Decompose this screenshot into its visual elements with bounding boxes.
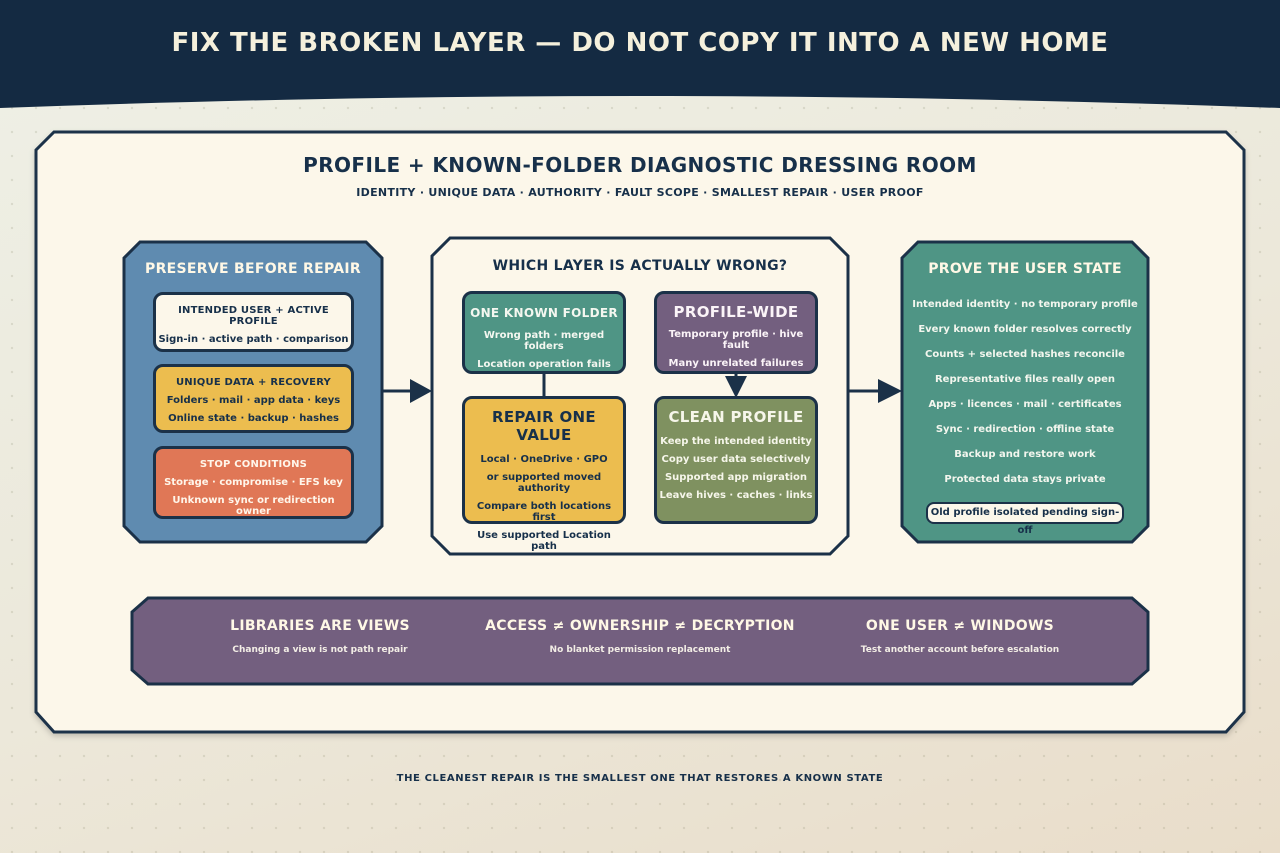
right-panel-title: PROVE THE USER STATE: [928, 261, 1122, 277]
old-profile-pill: Old profile isolated pending sign-off: [926, 502, 1124, 536]
arrow-left-to-middle-head: [410, 379, 432, 403]
box-clean-profile-line-3: Supported app migration: [664, 472, 808, 483]
right-line-5: Apps · licences · mail · certificates: [928, 399, 1122, 410]
box-clean-profile-line-2: Copy user data selectively: [661, 454, 811, 465]
box-intended-user-line: Sign-in · active path · comparison: [158, 334, 349, 345]
box-repair-one-value-title: REPAIR ONE VALUE: [492, 408, 596, 444]
box-intended-user-title: INTENDED USER + ACTIVE PROFILE: [178, 305, 329, 327]
box-repair-one-value-line-3: Compare both locations first: [476, 501, 612, 523]
band-item-1-title: LIBRARIES ARE VIEWS: [230, 618, 410, 634]
right-line-3: Counts + selected hashes reconcile: [925, 349, 1125, 360]
box-stop-conditions-line-1: Storage · compromise · EFS key: [164, 477, 343, 488]
box-profile-wide-line-2: Many unrelated failures: [668, 358, 804, 369]
box-one-known-folder-title: ONE KNOWN FOLDER: [470, 306, 618, 320]
band-item-2-sub: No blanket permission replacement: [549, 645, 731, 655]
band-item-2-title: ACCESS ≠ OWNERSHIP ≠ DECRYPTION: [485, 618, 795, 634]
right-line-7: Backup and restore work: [954, 449, 1096, 460]
right-line-4: Representative files really open: [934, 374, 1116, 385]
box-stop-conditions-title: STOP CONDITIONS: [199, 459, 308, 470]
box-stop-conditions: STOP CONDITIONS Storage · compromise · E…: [153, 446, 354, 519]
box-profile-wide: PROFILE-WIDE Temporary profile · hive fa…: [654, 291, 818, 374]
box-unique-data: UNIQUE DATA + RECOVERY Folders · mail · …: [153, 364, 354, 433]
box-one-known-folder-line-1: Wrong path · merged folders: [483, 330, 605, 352]
arrow-profilewide-to-clean-head: [725, 376, 747, 398]
box-repair-one-value-line-4: Use supported Location path: [477, 530, 611, 552]
top-banner: FIX THE BROKEN LAYER — DO NOT COPY IT IN…: [0, 0, 1280, 112]
box-unique-data-line-2: Online state · backup · hashes: [168, 413, 339, 424]
box-unique-data-line-1: Folders · mail · app data · keys: [166, 395, 341, 406]
right-line-1: Intended identity · no temporary profile: [912, 299, 1138, 310]
box-one-known-folder-line-2: Location operation fails: [477, 359, 611, 370]
box-intended-user: INTENDED USER + ACTIVE PROFILE Sign-in ·…: [153, 292, 354, 352]
banner-title: FIX THE BROKEN LAYER — DO NOT COPY IT IN…: [171, 28, 1109, 58]
band-item-3-title: ONE USER ≠ WINDOWS: [865, 618, 1055, 634]
band-item-1-sub: Changing a view is not path repair: [232, 645, 408, 655]
diagram-subtitle: IDENTITY · UNIQUE DATA · AUTHORITY · FAU…: [356, 186, 924, 199]
box-clean-profile-title: CLEAN PROFILE: [668, 408, 804, 426]
diagram-title: PROFILE + KNOWN-FOLDER DIAGNOSTIC DRESSI…: [303, 153, 977, 177]
bottom-band-shape: [130, 596, 1150, 686]
banner-shape: [0, 0, 1280, 108]
right-panel-shape: [900, 240, 1150, 544]
right-line-2: Every known folder resolves correctly: [918, 324, 1132, 335]
box-repair-one-value-line-2: or supported moved authority: [486, 472, 602, 494]
box-clean-profile-line-4: Leave hives · caches · links: [659, 490, 813, 501]
box-repair-one-value: REPAIR ONE VALUE Local · OneDrive · GPO …: [462, 396, 626, 552]
box-repair-one-value-line-1: Local · OneDrive · GPO: [480, 454, 608, 465]
box-clean-profile: CLEAN PROFILE Keep the intended identity…: [654, 396, 818, 524]
box-profile-wide-line-1: Temporary profile · hive fault: [668, 329, 804, 351]
arrow-middle-to-right-head: [878, 379, 902, 403]
footer-note: THE CLEANEST REPAIR IS THE SMALLEST ONE …: [396, 773, 884, 784]
band-item-3-sub: Test another account before escalation: [860, 645, 1060, 655]
right-line-8: Protected data stays private: [944, 474, 1106, 485]
box-clean-profile-line-1: Keep the intended identity: [660, 436, 812, 447]
right-line-6: Sync · redirection · offline state: [935, 424, 1115, 435]
middle-panel-title: WHICH LAYER IS ACTUALLY WRONG?: [492, 258, 788, 274]
box-profile-wide-title: PROFILE-WIDE: [673, 303, 799, 321]
left-panel-title: PRESERVE BEFORE REPAIR: [145, 261, 361, 277]
box-stop-conditions-line-2: Unknown sync or redirection owner: [172, 495, 335, 517]
box-unique-data-title: UNIQUE DATA + RECOVERY: [175, 377, 331, 388]
box-one-known-folder: ONE KNOWN FOLDER Wrong path · merged fol…: [462, 291, 626, 374]
